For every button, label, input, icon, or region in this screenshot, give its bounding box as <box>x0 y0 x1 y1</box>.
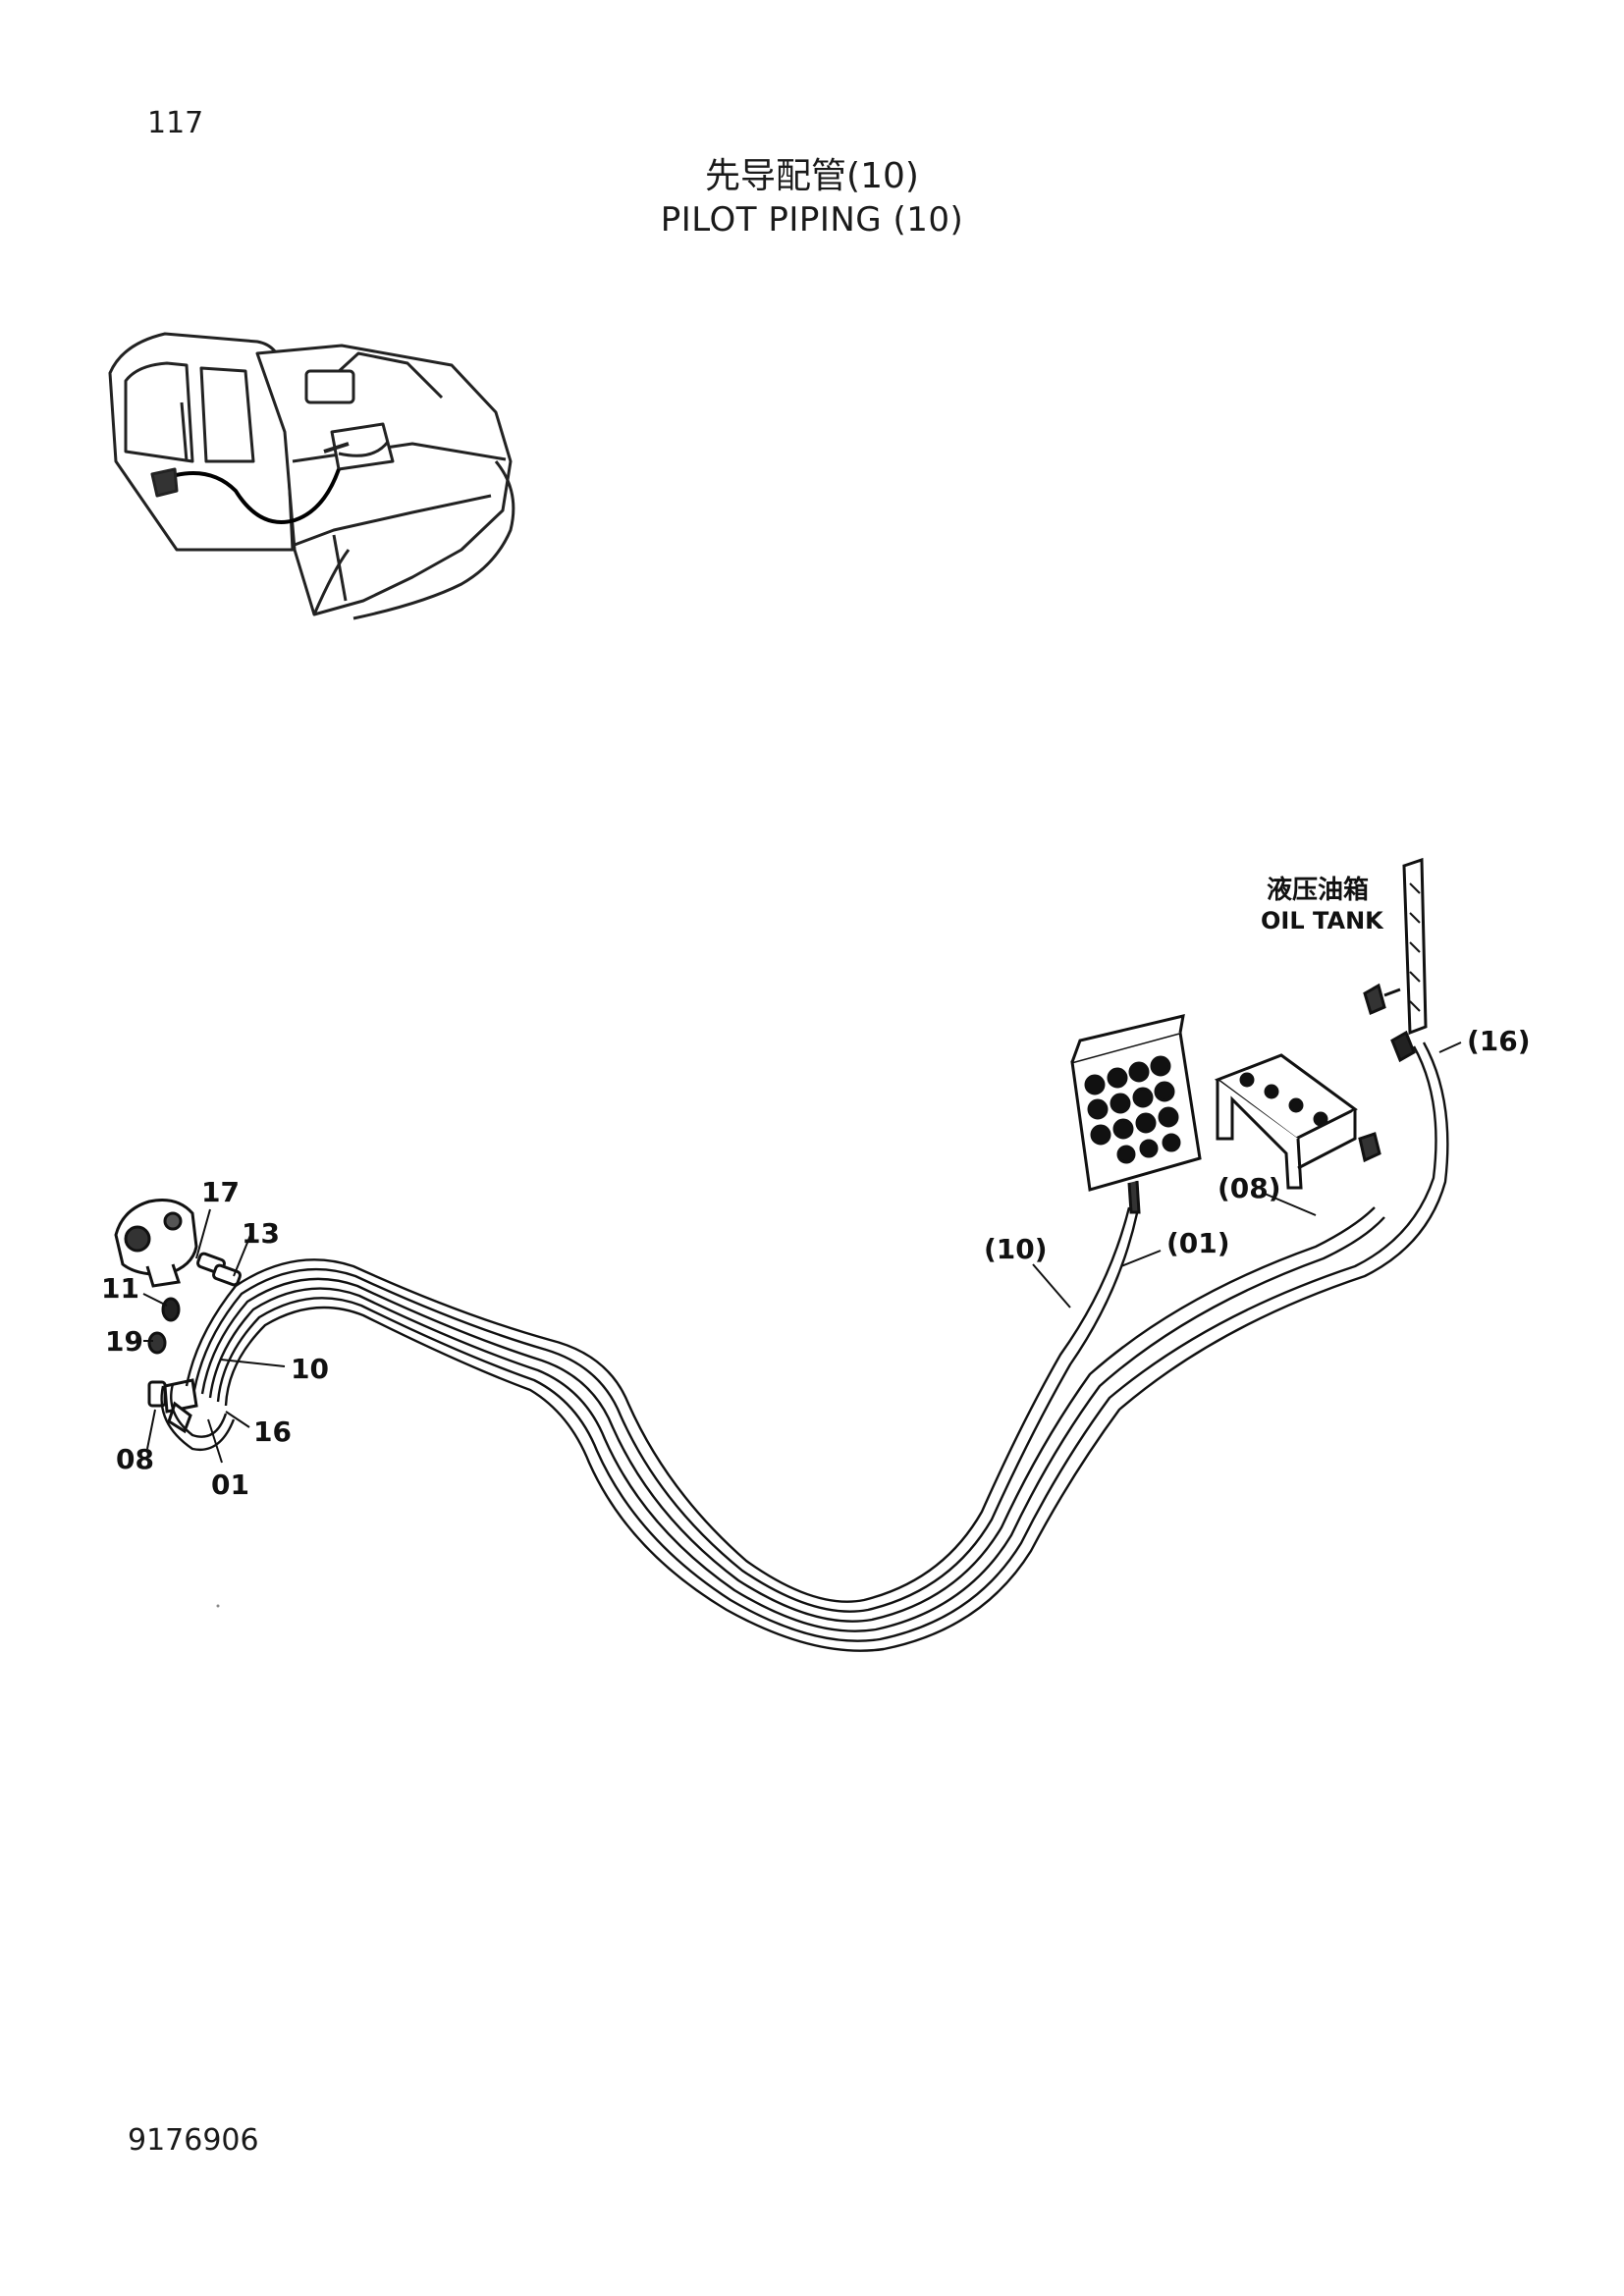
page-number: 117 <box>147 106 204 140</box>
callout-08: 08 <box>116 1443 154 1475</box>
callout-16: 16 <box>253 1415 292 1448</box>
stray-mark <box>216 1604 220 1608</box>
excavator-overview <box>108 332 515 620</box>
callout-17: 17 <box>201 1176 240 1208</box>
hose-bundle <box>160 1041 1449 1652</box>
control-valve <box>1070 1014 1202 1214</box>
callout-10: 10 <box>291 1353 329 1385</box>
document-number: 9176906 <box>128 2123 259 2158</box>
oil-tank-label-cn: 液压油箱 <box>1267 875 1369 905</box>
pilot-valve <box>114 1199 242 1434</box>
callout-paren-01: (01) <box>1166 1227 1230 1259</box>
callout-11: 11 <box>101 1272 139 1305</box>
leader-lines <box>142 1041 1462 1464</box>
callout-paren-16: (16) <box>1467 1025 1531 1057</box>
oil-tank <box>1363 857 1428 1063</box>
title-english: PILOT PIPING (10) <box>660 200 964 240</box>
oil-tank-label-en: OIL TANK <box>1261 907 1384 934</box>
callout-paren-10: (10) <box>984 1233 1048 1265</box>
callout-01: 01 <box>211 1468 249 1501</box>
callout-19: 19 <box>105 1325 143 1358</box>
manifold-bracket <box>1214 1053 1381 1190</box>
callout-13: 13 <box>242 1217 280 1250</box>
callout-paren-08: (08) <box>1218 1172 1281 1204</box>
title-chinese: 先导配管(10) <box>705 156 919 196</box>
